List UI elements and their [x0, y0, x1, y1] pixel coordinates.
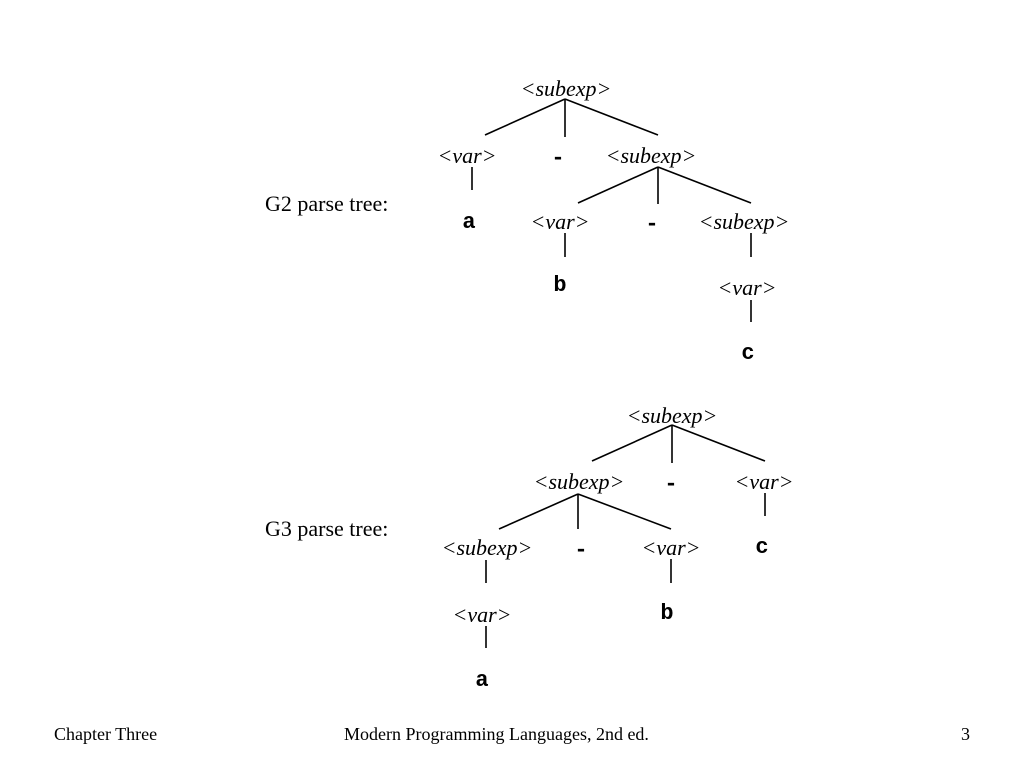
tree2-node-v2: <var> [641, 535, 700, 560]
tree1-node-v2: <var> [530, 209, 589, 234]
tree2-node-r: <subexp> [627, 403, 718, 428]
tree1-node-m2: - [645, 212, 658, 237]
tree2-node-a: a [475, 668, 488, 693]
tree1-edge-0 [484, 98, 566, 136]
tree2-node-m1: - [664, 472, 677, 497]
tree1-node-s2: <subexp> [699, 209, 790, 234]
tree1-node-v3: <var> [717, 275, 776, 300]
tree2-node-v3: <var> [452, 602, 511, 627]
tree2-label: G3 parse tree: [265, 516, 388, 541]
tree2-edge-2 [671, 424, 766, 462]
tree2-edge-0 [591, 424, 673, 462]
tree1-node-a: a [462, 210, 475, 235]
tree2-node-b: b [660, 601, 673, 626]
tree1-node-m1: - [551, 146, 564, 171]
tree1-label: G2 parse tree: [265, 191, 388, 216]
tree1-node-s1: <subexp> [606, 143, 697, 168]
tree2-node-s1: <subexp> [534, 469, 625, 494]
tree1-node-c: c [741, 341, 754, 366]
footer-book-title: Modern Programming Languages, 2nd ed. [344, 724, 649, 744]
tree1-node-r: <subexp> [521, 76, 612, 101]
tree2-edge-4 [498, 493, 579, 530]
tree2-node-s2: <subexp> [442, 535, 533, 560]
tree1-edge-4 [577, 166, 659, 204]
tree1-edge-2 [564, 98, 659, 136]
tree1-node-v1: <var> [437, 143, 496, 168]
tree1-edge-6 [657, 166, 752, 204]
footer-page-number: 3 [961, 724, 970, 744]
tree2-edge-6 [577, 493, 672, 530]
tree2-node-m2: - [574, 538, 587, 563]
tree2-node-c: c [755, 535, 768, 560]
footer-chapter: Chapter Three [54, 724, 158, 744]
tree2-node-v1: <var> [734, 469, 793, 494]
tree1-node-b: b [553, 273, 566, 298]
